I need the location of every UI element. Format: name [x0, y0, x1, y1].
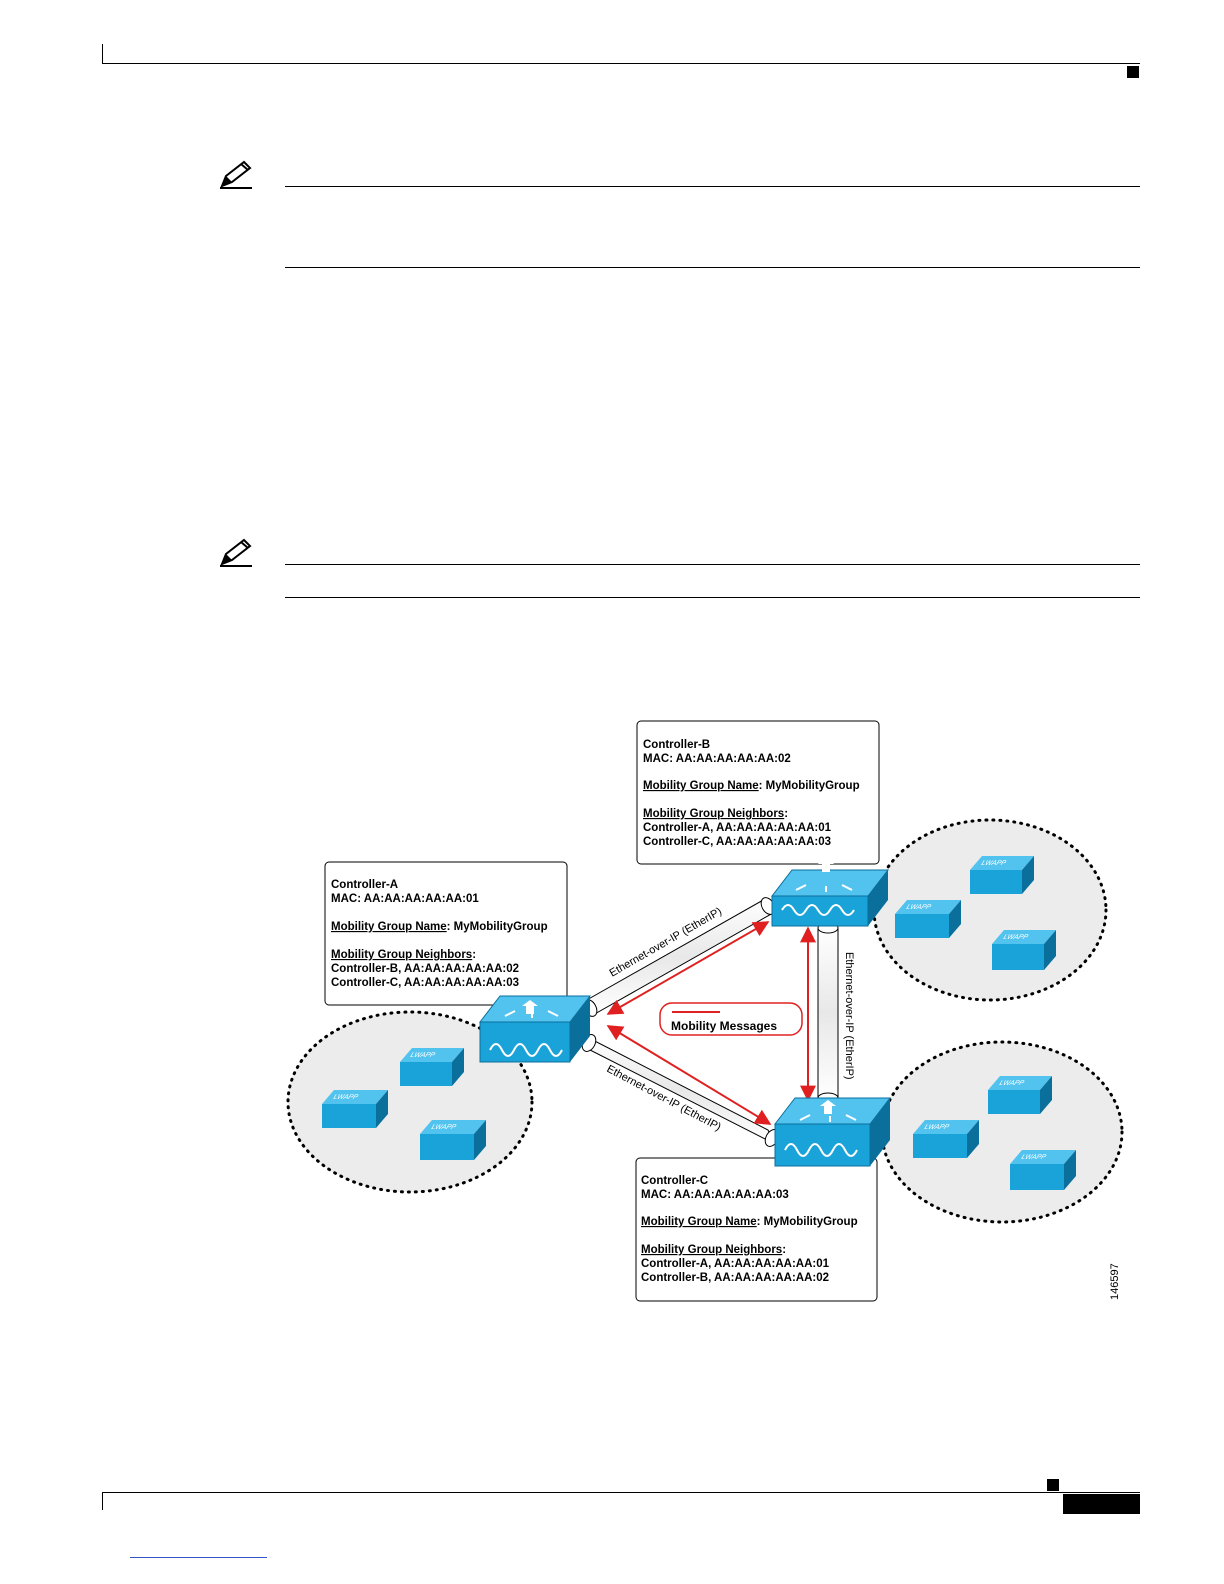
controller-a-neighbor-2: Controller-C, AA:AA:AA:AA:AA:03	[331, 977, 519, 989]
controller-c-group-name: Mobility Group Name: MyMobilityGroup	[641, 1216, 858, 1228]
mobility-arrow-a-c	[606, 1025, 772, 1125]
footer-link-underline	[130, 1557, 267, 1558]
controller-b-name: Controller-B	[643, 739, 710, 751]
footer-rule	[102, 1492, 1140, 1493]
ap-label: LWAPP	[923, 1122, 950, 1131]
header-square-marker	[1127, 66, 1139, 78]
controller-c-neighbor-2: Controller-B, AA:AA:AA:AA:AA:02	[641, 1272, 829, 1284]
ap-label: LWAPP	[998, 1078, 1025, 1087]
controller-a-name: Controller-A	[331, 879, 398, 891]
controller-c-mac: MAC: AA:AA:AA:AA:AA:03	[641, 1189, 789, 1201]
controller-b-neighbor-2: Controller-C, AA:AA:AA:AA:AA:03	[643, 836, 831, 848]
controller-a-neighbor-1: Controller-B, AA:AA:AA:AA:AA:02	[331, 963, 519, 975]
controller-c-info-box	[635, 1157, 878, 1302]
footer-square-marker	[1047, 1479, 1059, 1491]
access-point-icon	[970, 856, 1034, 894]
controller-b-mac: MAC: AA:AA:AA:AA:AA:02	[643, 753, 791, 765]
controller-c-name: Controller-C	[641, 1175, 708, 1187]
controller-c-neighbors-heading: Mobility Group Neighbors:	[641, 1244, 786, 1256]
ap-label: LWAPP	[430, 1122, 457, 1131]
controller-b-neighbors-heading: Mobility Group Neighbors:	[643, 808, 788, 820]
figure-id-label: 146597	[1109, 1263, 1121, 1300]
ap-label: LWAPP	[1020, 1152, 1047, 1161]
access-point-icon	[913, 1120, 979, 1158]
controller-a-info-box	[324, 861, 568, 1006]
access-point-icon	[988, 1076, 1052, 1114]
controller-b-group-name: Mobility Group Name: MyMobilityGroup	[643, 780, 860, 792]
controller-c-neighbor-1: Controller-A, AA:AA:AA:AA:AA:01	[641, 1258, 830, 1270]
mobility-arrow-a-b	[606, 921, 770, 1015]
note-pencil-icon	[220, 160, 252, 189]
note-bottom-rule	[285, 597, 1140, 598]
ap-label: LWAPP	[332, 1092, 359, 1101]
controller-b-device	[770, 858, 890, 927]
ap-label: LWAPP	[1002, 932, 1029, 941]
note-bottom-rule	[285, 267, 1140, 268]
controller-a-mac: MAC: AA:AA:AA:AA:AA:01	[331, 893, 479, 905]
access-point-icon	[400, 1048, 464, 1086]
footer-left-tick	[102, 1492, 103, 1510]
note-pencil-icon	[220, 538, 252, 567]
page-number-tab	[1063, 1494, 1140, 1514]
access-point-icon	[1010, 1150, 1076, 1190]
legend-label: Mobility Messages	[671, 1019, 777, 1033]
header-rule	[102, 63, 1140, 64]
controller-a-group-name: Mobility Group Name: MyMobilityGroup	[331, 921, 548, 933]
access-point-icon	[322, 1090, 388, 1128]
access-point-icon	[895, 900, 961, 938]
tunnel-a-b	[582, 897, 776, 1017]
ap-label: LWAPP	[409, 1050, 436, 1059]
controller-a-device	[478, 995, 592, 1063]
tunnel-a-c	[581, 1034, 780, 1147]
controller-a-neighbors-heading: Mobility Group Neighbors:	[331, 949, 476, 961]
header-left-tick	[102, 44, 103, 64]
access-point-icon	[420, 1120, 486, 1160]
ap-label: LWAPP	[980, 858, 1007, 867]
note-top-rule	[285, 186, 1140, 187]
ap-label: LWAPP	[905, 902, 932, 911]
tunnel-b-c	[817, 922, 839, 1104]
controller-b-neighbor-1: Controller-A, AA:AA:AA:AA:AA:01	[643, 822, 832, 834]
note-top-rule	[285, 564, 1140, 565]
tunnel-label-b-c: Ethernet-over-IP (EtherIP)	[843, 952, 855, 1080]
controller-c-device	[773, 1097, 892, 1167]
controller-b-info-box	[636, 720, 880, 865]
access-point-icon	[992, 930, 1056, 970]
